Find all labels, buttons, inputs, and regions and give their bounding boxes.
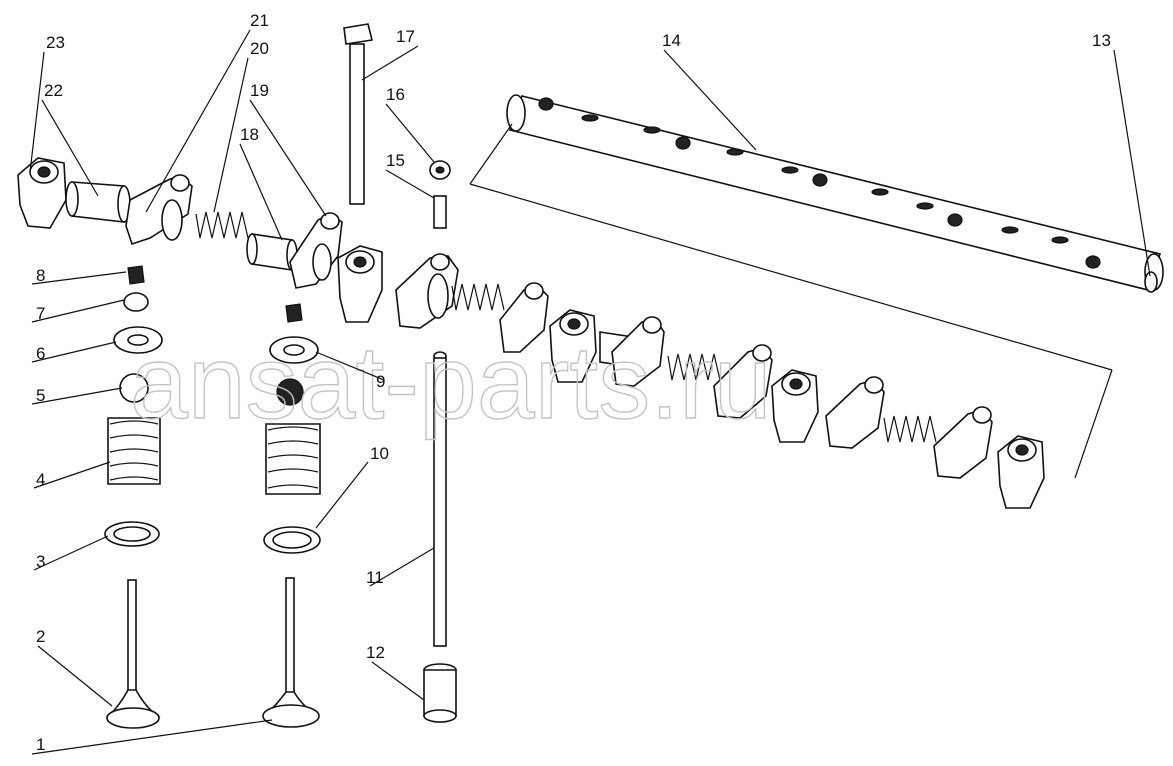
leader-7 bbox=[31, 299, 125, 323]
callout-5: 5 bbox=[36, 386, 45, 405]
callout-11: 11 bbox=[366, 568, 384, 587]
leader-17 bbox=[361, 45, 419, 81]
leader-8 bbox=[31, 271, 127, 285]
rocker-shaft bbox=[506, 94, 1164, 291]
leader-13 bbox=[1113, 49, 1151, 277]
leader-14 bbox=[663, 49, 757, 151]
callout-20: 20 bbox=[250, 39, 269, 58]
leader-22 bbox=[41, 99, 99, 197]
leader-3 bbox=[33, 535, 109, 571]
assembly-envelope bbox=[469, 123, 1113, 479]
leader-18 bbox=[239, 143, 283, 241]
snap-ring bbox=[1144, 271, 1158, 293]
callout-22: 22 bbox=[44, 81, 63, 100]
callout-12: 12 bbox=[366, 643, 385, 662]
callout-leaders bbox=[29, 29, 1151, 755]
leader-21 bbox=[145, 29, 251, 213]
bolt bbox=[343, 23, 373, 205]
valve-train-middle bbox=[262, 303, 321, 728]
callout-7: 7 bbox=[36, 304, 45, 323]
callout-15: 15 bbox=[386, 151, 405, 170]
callout-23: 23 bbox=[46, 33, 65, 52]
leader-15 bbox=[385, 169, 435, 199]
leader-10 bbox=[315, 461, 369, 529]
push-rod bbox=[433, 351, 447, 647]
adjusting-nut bbox=[429, 160, 451, 180]
rocker-assembly-row bbox=[17, 157, 1045, 509]
leader-2 bbox=[37, 645, 113, 707]
callout-16: 16 bbox=[386, 85, 405, 104]
callout-13: 13 bbox=[1092, 31, 1111, 50]
callout-4: 4 bbox=[36, 470, 45, 489]
watermark: ansat-parts.ru bbox=[130, 325, 772, 441]
callout-3: 3 bbox=[36, 552, 45, 571]
callout-21: 21 bbox=[250, 11, 269, 30]
callout-10: 10 bbox=[370, 444, 389, 463]
callout-6: 6 bbox=[36, 344, 45, 363]
leader-6 bbox=[31, 341, 117, 363]
callout-14: 14 bbox=[662, 31, 681, 50]
tappet bbox=[423, 663, 457, 723]
leader-9 bbox=[315, 351, 385, 381]
leader-12 bbox=[371, 661, 425, 701]
leader-11 bbox=[369, 547, 435, 587]
callout-8: 8 bbox=[36, 266, 45, 285]
callout-17: 17 bbox=[396, 27, 415, 46]
leader-1 bbox=[31, 719, 273, 755]
leader-20 bbox=[213, 57, 249, 213]
adjusting-screw bbox=[433, 195, 447, 229]
leader-5 bbox=[31, 387, 123, 405]
callout-18: 18 bbox=[240, 125, 259, 144]
leader-16 bbox=[385, 103, 435, 163]
callout-1: 1 bbox=[36, 735, 45, 754]
callout-9: 9 bbox=[376, 372, 385, 391]
leader-4 bbox=[33, 461, 111, 489]
callout-labels: 1 2 3 4 5 6 7 8 9 10 11 12 13 14 15 16 1… bbox=[36, 11, 1111, 754]
callout-2: 2 bbox=[36, 627, 45, 646]
valve-train-left bbox=[104, 265, 163, 729]
leader-23 bbox=[29, 51, 45, 173]
callout-19: 19 bbox=[250, 81, 269, 100]
leader-19 bbox=[249, 99, 327, 217]
